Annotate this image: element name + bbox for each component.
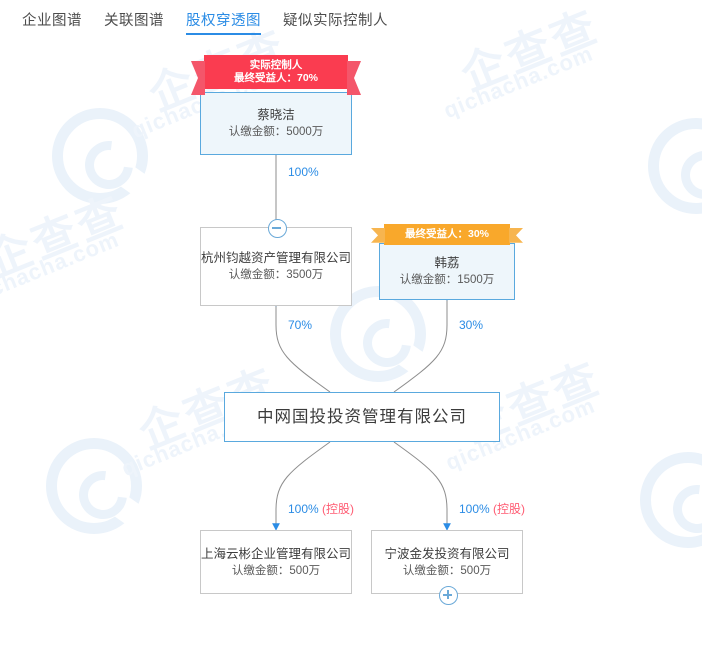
ribbon-line-2: 最终受益人：70% (233, 72, 318, 84)
edge-label-center-jinfa: 100% (控股) (459, 500, 525, 517)
edge-label-percent: 100% (459, 502, 490, 516)
tab-enterprise-graph[interactable]: 企业图谱 (22, 13, 82, 29)
ribbon-tail-left-icon (371, 228, 385, 243)
tab-bar: 企业图谱 关联图谱 股权穿透图 疑似实际控制人 (0, 0, 702, 44)
edge-center-jinfa (393, 441, 451, 531)
node-name: 上海云彬企业管理有限公司 (201, 546, 352, 561)
node-name: 韩荔 (434, 256, 460, 270)
ribbon-final-beneficiary: 最终受益人：30% (371, 224, 523, 245)
node-hangzhou-junyue[interactable]: 杭州钧越资产管理有限公司 认缴金额：3500万 (200, 227, 352, 306)
tab-relation-graph[interactable]: 关联图谱 (104, 13, 164, 29)
node-amount: 认缴金额：500万 (402, 564, 492, 577)
node-name: 中网国投投资管理有限公司 (257, 408, 467, 426)
node-hanli[interactable]: 韩荔 认缴金额：1500万 (379, 243, 515, 300)
edge-label-holding-tag: (控股) (493, 502, 526, 516)
node-amount: 认缴金额：3500万 (228, 269, 324, 281)
edge-label-center-yunbin: 100% (控股) (288, 500, 354, 517)
node-name: 蔡晓洁 (257, 108, 295, 122)
collapse-toggle-junyue[interactable] (268, 219, 287, 238)
ribbon-actual-controller: 实际控制人 最终受益人：70% (191, 55, 361, 95)
node-center-company[interactable]: 中网国投投资管理有限公司 (224, 392, 500, 442)
tab-suspected-controller[interactable]: 疑似实际控制人 (283, 13, 388, 29)
edge-label-holding-tag: (控股) (322, 502, 355, 516)
tab-equity-penetration[interactable]: 股权穿透图 (186, 9, 261, 35)
edge-label-percent: 100% (288, 502, 319, 516)
node-caixiaojie[interactable]: 蔡晓洁 认缴金额：5000万 (200, 92, 352, 155)
edge-hanli-center (393, 293, 451, 393)
ribbon-tail-right-icon (509, 228, 523, 243)
node-name: 杭州钧越资产管理有限公司 (201, 251, 352, 265)
node-amount: 认缴金额：500万 (231, 564, 321, 577)
edge-junyue-center (272, 299, 331, 393)
ribbon-line-1: 实际控制人 (249, 59, 303, 71)
ribbon-tail-right-icon (347, 61, 361, 95)
node-shanghai-yunbin[interactable]: 上海云彬企业管理有限公司 认缴金额：500万 (200, 530, 352, 594)
ribbon-line-1: 最终受益人：30% (404, 228, 489, 240)
expand-toggle-jinfa[interactable] (439, 586, 458, 605)
node-ningbo-jinfa[interactable]: 宁波金发投资有限公司 认缴金额：500万 (371, 530, 523, 594)
edge-label-caixiaojie-junyue: 100% (288, 165, 319, 179)
edge-center-yunbin (272, 441, 331, 531)
edge-label-hanli-center: 30% (459, 318, 484, 332)
node-amount: 认缴金额：5000万 (228, 126, 324, 138)
node-amount: 认缴金额：1500万 (399, 274, 495, 286)
ribbon-tail-left-icon (191, 61, 205, 95)
node-name: 宁波金发投资有限公司 (384, 546, 510, 561)
edge-label-junyue-center: 70% (288, 318, 313, 332)
